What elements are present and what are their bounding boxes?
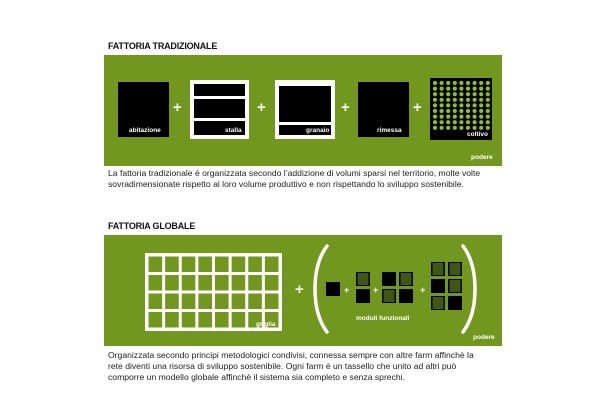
description-tradizionale: La fattoria tradizionale è organizzata s… [108,168,480,190]
label-griglia: griglia [256,321,276,328]
section-title-tradizionale: FATTORIA TRADIZIONALE [108,41,218,51]
plus-1: + [173,99,182,116]
stalla-layer-3 [194,121,245,135]
plus-6: + [344,285,350,295]
desc1-line-1: La fattoria tradizionale è organizzata s… [108,168,481,178]
desc1-line-2: sovradimensionate rispetto al loro volum… [108,179,464,189]
stalla-layer-1 [194,84,245,96]
plus-3: + [341,99,350,116]
stalla-layer-2 [194,99,245,118]
granaio-layer-2 [279,125,331,135]
abitazione-block [118,82,169,137]
label-moduli: moduli funzionali [356,315,410,322]
plus-8: + [420,285,426,295]
desc2-line-3: comporre un modello globale affinchè il … [108,372,405,382]
label-abitazione: abitazione [129,127,161,134]
plus-2: + [257,99,266,116]
label-granaio: granaio [306,127,330,134]
desc2-line-1: Organizzata secondo principi metodologic… [108,350,474,360]
desc2-line-2: rete diventi una risorsa di sviluppo sos… [108,361,457,371]
plus-4: + [413,99,422,116]
label-coltivo: coltivo [466,131,489,138]
podere-label-2: podere [473,334,495,341]
label-stalla: stalla [225,127,242,134]
plus-5: + [295,281,304,298]
label-rimessa: rimessa [377,127,402,134]
module-1 [326,282,340,296]
plus-7: + [373,285,379,295]
granaio-layer-1 [279,86,331,122]
description-globale: Organizzata secondo principi metodologic… [108,350,474,383]
section-title-globale: FATTORIA GLOBALE [108,221,196,231]
podere-label-1: podere [471,154,493,161]
rimessa-block [358,82,409,137]
